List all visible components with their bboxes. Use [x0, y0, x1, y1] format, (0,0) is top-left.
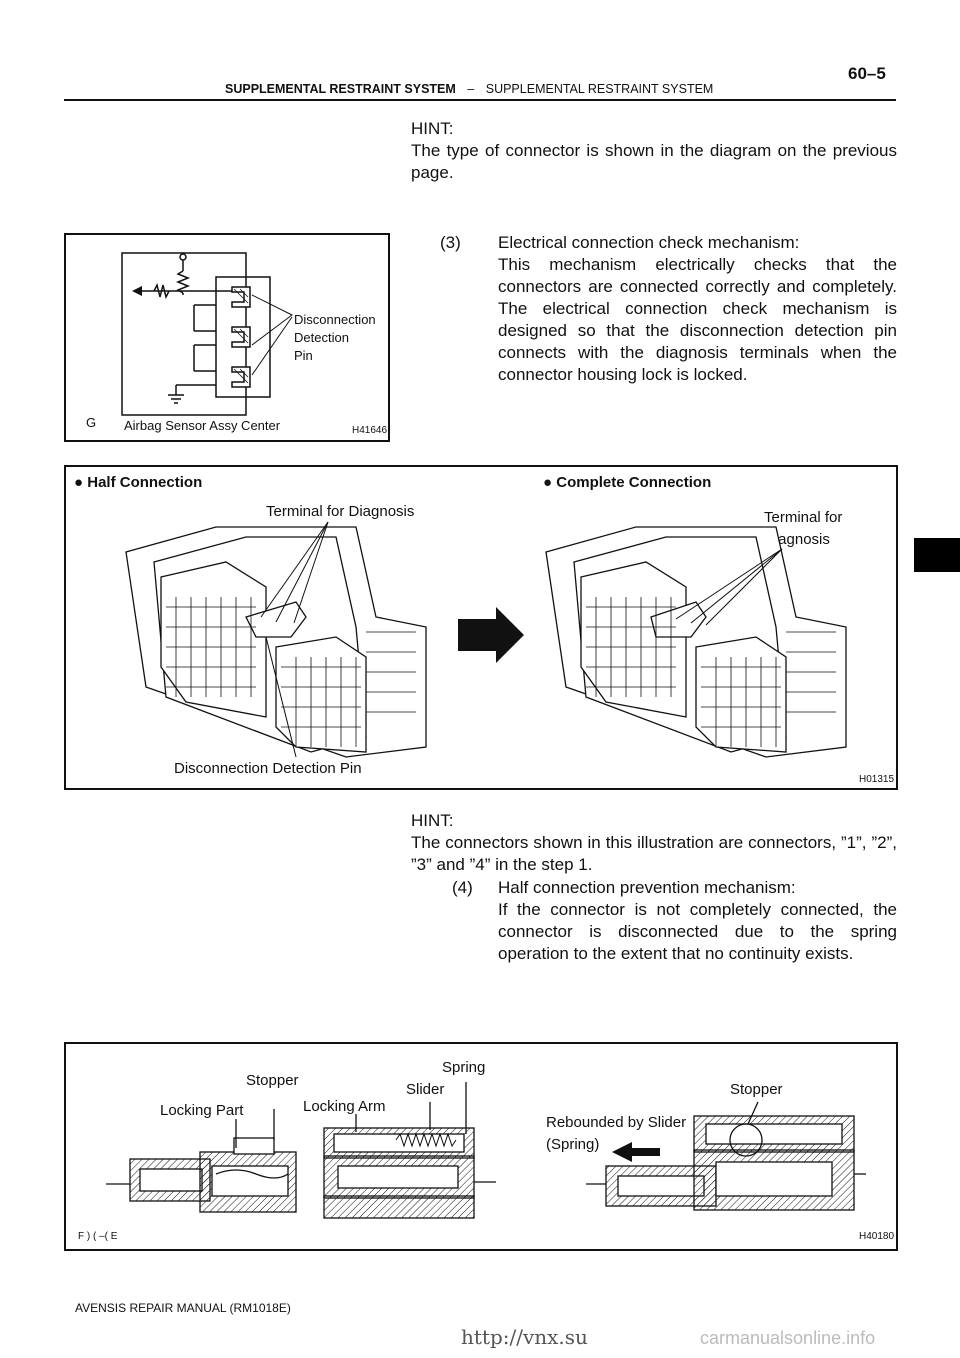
pin-label-line: Disconnection: [294, 312, 376, 327]
locking-arm-label: Locking Arm: [303, 1098, 386, 1115]
step-title: Half connection prevention mechanism:: [498, 878, 796, 897]
locking-figure: Stopper Locking Part Locking Arm Slider …: [64, 1042, 898, 1251]
step-text: If the connector is not completely conne…: [498, 900, 897, 963]
connector-complete: [545, 526, 847, 758]
running-header: SUPPLEMENTAL RESTRAINT SYSTEM – SUPPLEME…: [225, 82, 713, 96]
header-section-bold: SUPPLEMENTAL RESTRAINT SYSTEM: [225, 82, 456, 96]
locking-part-label: Locking Part: [160, 1102, 244, 1119]
header-rule: [64, 99, 896, 101]
slider-label: Slider: [406, 1081, 445, 1098]
hint-text: The type of connector is shown in the di…: [411, 141, 897, 182]
section-tab: [914, 538, 960, 572]
stopper-label-right: Stopper: [730, 1081, 783, 1098]
corner-mark: G: [86, 415, 97, 430]
pin-label-line: Pin: [294, 348, 313, 363]
half-connection-heading-text: Half Connection: [87, 474, 203, 491]
circuit-diagram: [121, 252, 293, 416]
corner-mark: F ) ( –( E: [78, 1231, 118, 1242]
hint-text: The connectors shown in this illustratio…: [411, 833, 897, 874]
circuit-figure: Disconnection Detection Pin G Airbag Sen…: [64, 233, 390, 442]
rebounded-label-line: Rebounded by Slider: [546, 1114, 687, 1131]
left-connector-section: [106, 1109, 297, 1213]
step-number: (4): [452, 878, 473, 897]
terminal-label-left: Terminal for Diagnosis: [266, 503, 415, 520]
watermark-link[interactable]: http://vnx.su: [461, 1325, 588, 1349]
page-number: 60–5: [848, 64, 886, 83]
stopper-label-left: Stopper: [246, 1072, 299, 1089]
watermark-site: carmanualsonline.info: [700, 1328, 876, 1348]
rebounded-label-line: (Spring): [546, 1136, 600, 1153]
complete-connection-heading-text: Complete Connection: [556, 474, 712, 491]
header-section: SUPPLEMENTAL RESTRAINT SYSTEM: [485, 82, 714, 96]
terminal-label-line: Diagnosis: [764, 531, 830, 548]
middle-connector-section: [323, 1082, 496, 1219]
right-connector-section: [586, 1101, 866, 1211]
rebound-arrow: [612, 1142, 660, 1162]
figure-id: H40180: [859, 1231, 895, 1242]
spring-label: Spring: [442, 1059, 486, 1076]
step-number: (3): [440, 233, 461, 252]
unit-label: Airbag Sensor Assy Center: [124, 418, 281, 433]
hint-title: HINT:: [411, 119, 454, 138]
pin-label-line: Detection: [294, 330, 349, 345]
locking-drawings: [106, 1082, 866, 1219]
rebounded-label: Rebounded by Slider (Spring): [546, 1112, 686, 1156]
figure-id: H41646: [352, 425, 388, 436]
half-connection-heading: ● Half Connection: [74, 474, 203, 491]
pin-label-bottom: Disconnection Detection Pin: [174, 760, 362, 777]
header-separator: –: [467, 82, 475, 96]
direction-arrow: [458, 607, 524, 663]
terminal-label-line: Terminal for: [764, 509, 843, 526]
hint-title: HINT:: [411, 811, 454, 830]
connector-drawings: [125, 521, 847, 758]
terminal-label-right: Terminal for Diagnosis: [764, 507, 842, 551]
footer-text: AVENSIS REPAIR MANUAL (RM1018E): [75, 1301, 291, 1315]
complete-connection-heading: ● Complete Connection: [543, 474, 712, 491]
figure-id: H01315: [859, 774, 895, 785]
connector-half: [125, 526, 427, 758]
connector-figure: ● Half Connection ● Complete Connection …: [64, 465, 898, 790]
step-text: This mechanism electrically checks that …: [498, 255, 897, 384]
step-title: Electrical connection check mechanism:: [498, 233, 800, 252]
pin-label: Disconnection Detection Pin: [294, 311, 376, 365]
